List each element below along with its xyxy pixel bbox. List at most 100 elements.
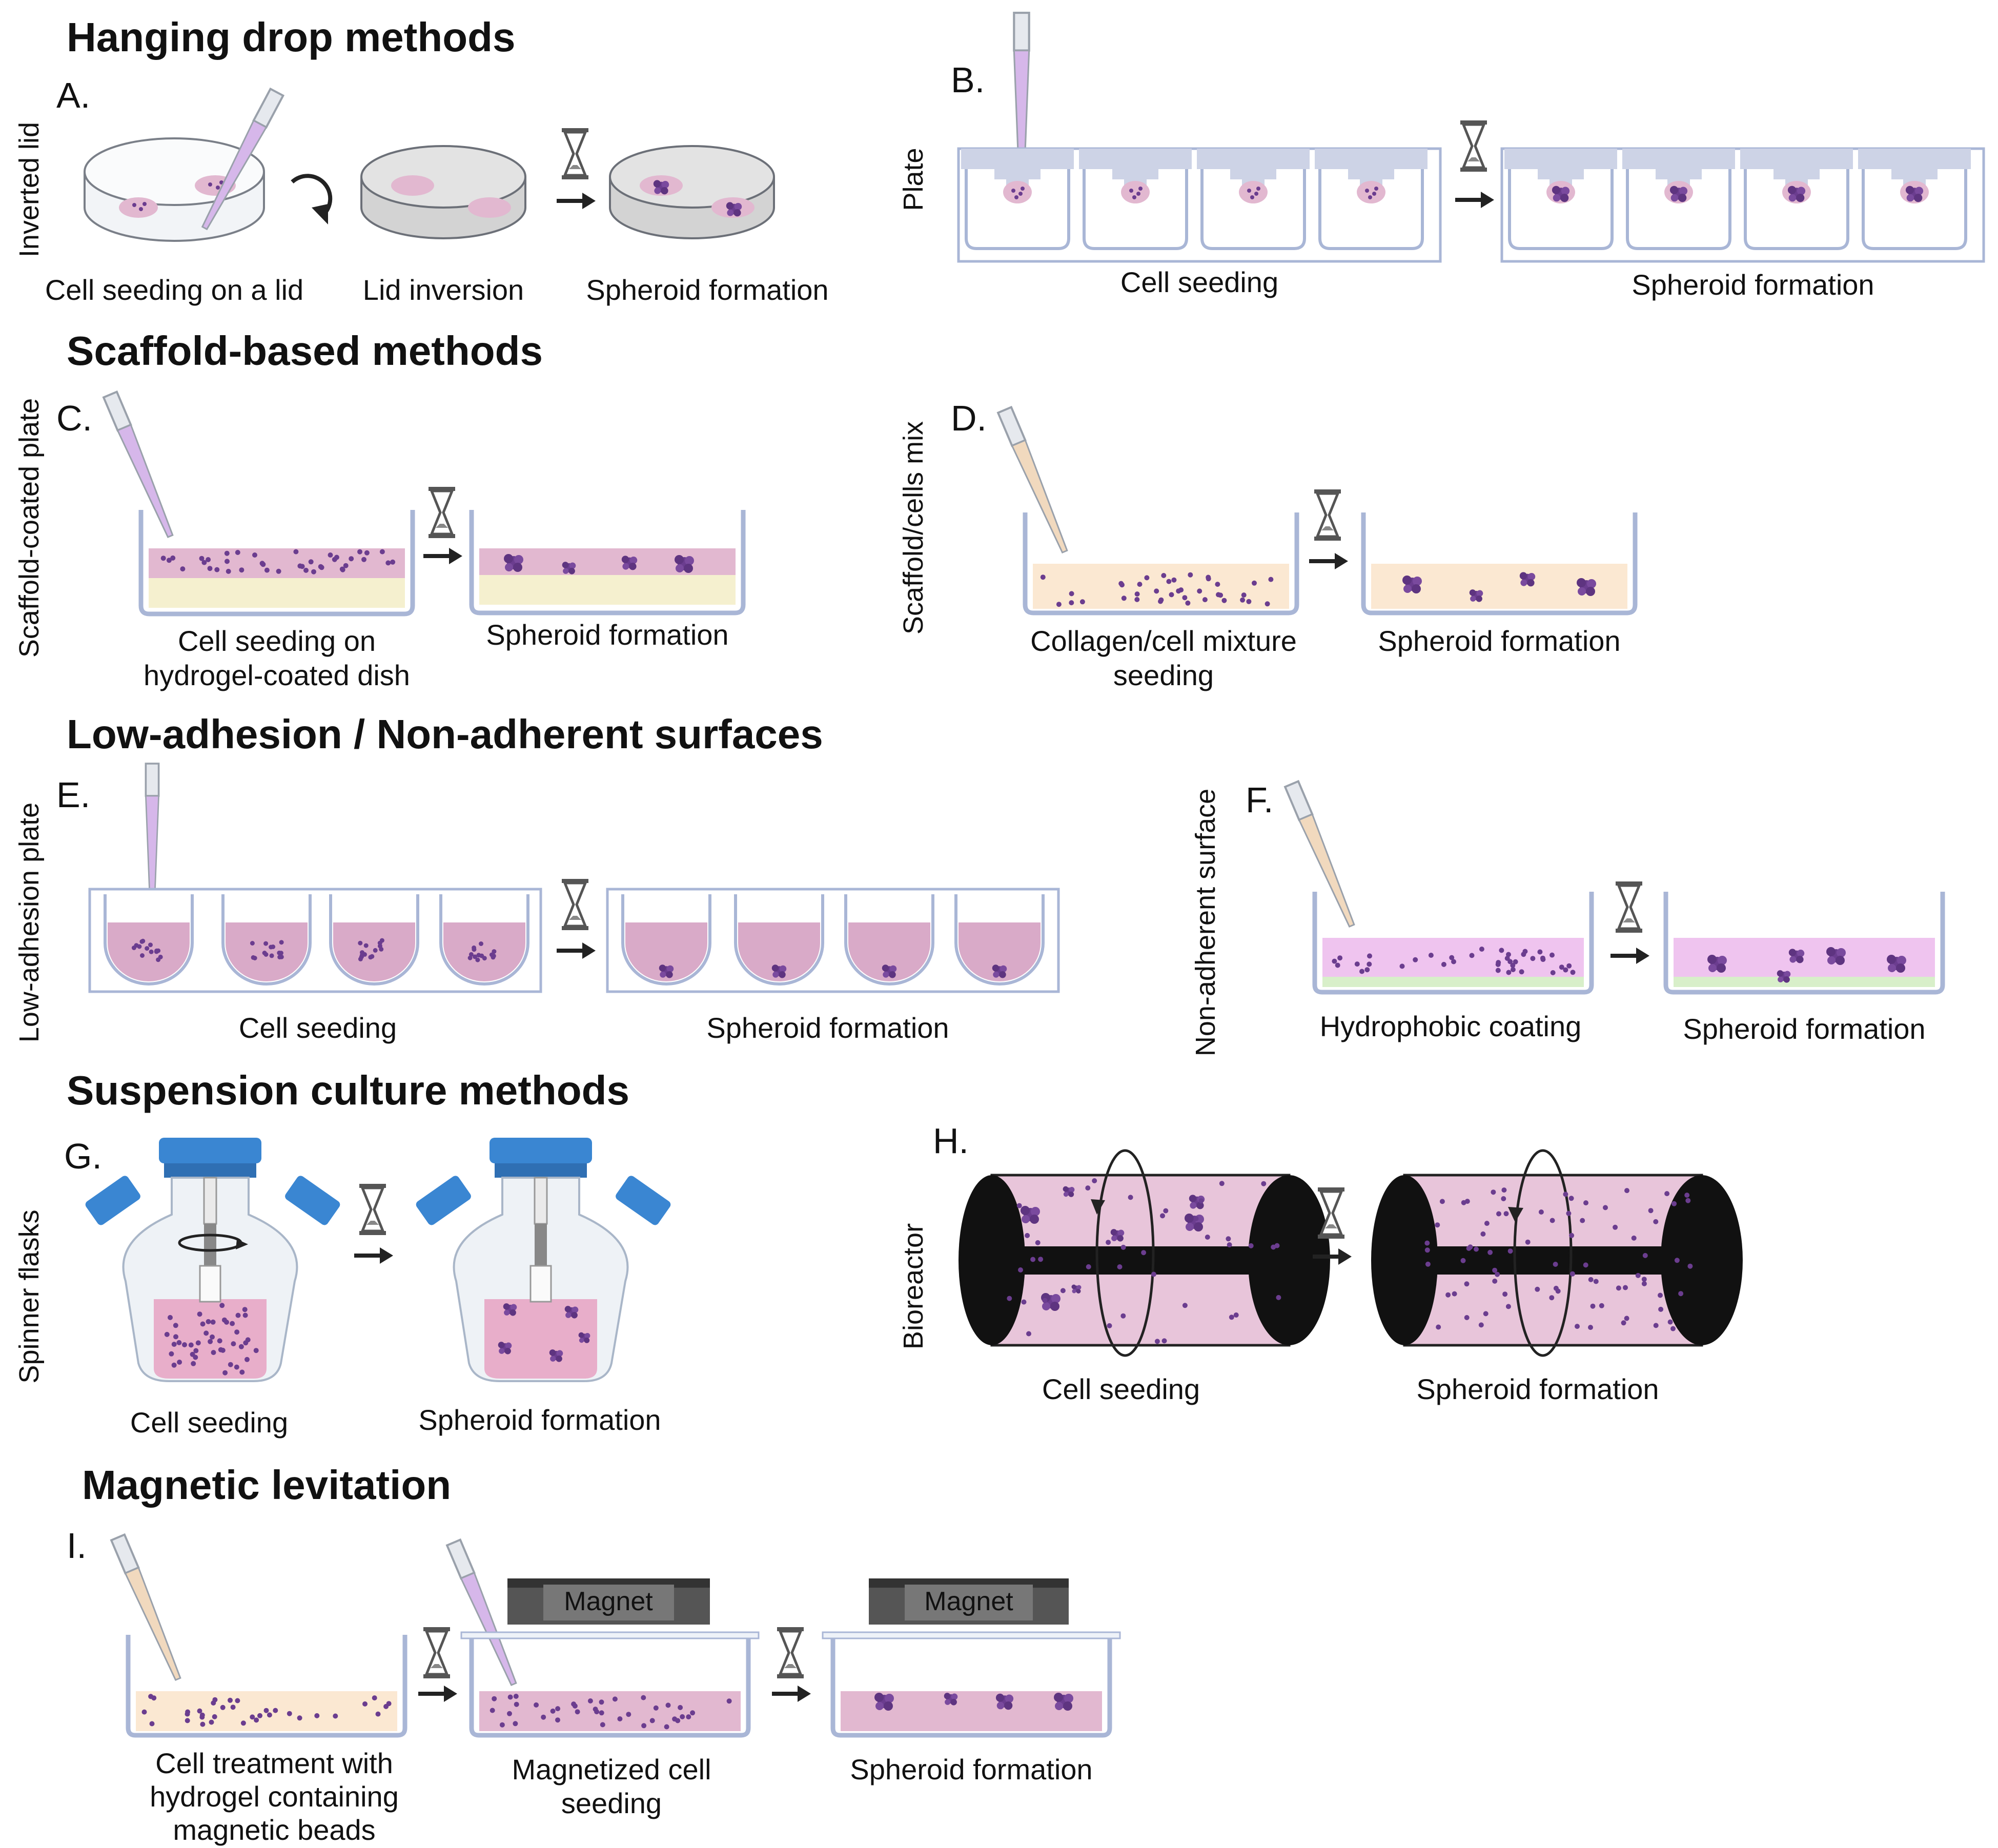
caption-c-seeding-1: Cell seeding on <box>178 625 376 657</box>
u-bottom-well <box>954 894 1045 985</box>
panel-label-a: A. <box>56 75 90 115</box>
caption-i-treatment-1: Cell treatment with <box>155 1747 393 1779</box>
plate-well <box>961 149 1074 250</box>
plate-well <box>1740 149 1853 250</box>
plate-well <box>1622 149 1735 250</box>
panel-h: Cell seeding Spheroid formation <box>959 1149 1743 1405</box>
caption-e-formation: Spheroid formation <box>706 1012 949 1044</box>
heading-hanging-drop: Hanging drop methods <box>67 14 516 60</box>
u-bottom-well <box>221 894 312 985</box>
hourglass-icon <box>1616 881 1642 933</box>
arrow-icon <box>1309 553 1348 569</box>
petri-dish-icon <box>84 137 265 242</box>
hourglass-icon <box>1314 489 1341 541</box>
arrow-icon <box>1455 192 1494 208</box>
plate-well <box>1858 149 1971 250</box>
magnet-icon: Magnet <box>507 1578 710 1625</box>
panel-e: Cell seeding Spheroid formation <box>88 763 1060 1044</box>
caption-h-formation: Spheroid formation <box>1416 1373 1659 1405</box>
panel-label-c: C. <box>56 398 92 438</box>
arrow-icon <box>423 548 462 564</box>
caption-g-formation: Spheroid formation <box>418 1404 661 1436</box>
bioreactor-icon <box>1371 1149 1743 1357</box>
side-label-inverted-lid: Inverted lid <box>14 122 45 257</box>
caption-f-coating: Hydrophobic coating <box>1320 1010 1582 1042</box>
side-label-plate: Plate <box>898 148 929 211</box>
panel-f: Hydrophobic coating Spheroid formation <box>1285 782 1945 1045</box>
spinner-flask-icon <box>85 1138 340 1382</box>
side-label-low-adhesion: Low-adhesion plate <box>14 803 45 1042</box>
caption-a-seeding: Cell seeding on a lid <box>45 274 303 306</box>
caption-f-formation: Spheroid formation <box>1683 1013 1925 1045</box>
caption-e-seeding: Cell seeding <box>239 1012 397 1044</box>
pipette-icon <box>998 407 1071 555</box>
caption-c-seeding-2: hydrogel-coated dish <box>144 659 410 691</box>
heading-suspension: Suspension culture methods <box>67 1067 629 1113</box>
heading-low-adhesion: Low-adhesion / Non-adherent surfaces <box>67 711 823 757</box>
caption-c-formation: Spheroid formation <box>486 619 728 651</box>
panel-c: Cell seeding on hydrogel-coated dish Sph… <box>104 392 746 691</box>
caption-i-magnetized-2: seeding <box>561 1787 662 1819</box>
caption-i-treatment-2: hydrogel containing <box>150 1780 399 1813</box>
spinner-flask-icon <box>416 1138 671 1382</box>
panel-label-d: D. <box>951 398 987 438</box>
u-bottom-well <box>844 894 934 985</box>
side-label-spinner: Spinner flasks <box>14 1209 45 1383</box>
panel-label-g: G. <box>64 1136 102 1176</box>
arrow-icon <box>1610 948 1649 964</box>
arrow-icon <box>557 942 596 959</box>
panel-label-e: E. <box>56 775 90 815</box>
heading-magnetic: Magnetic levitation <box>82 1462 451 1508</box>
magnet-label: Magnet <box>564 1587 653 1616</box>
hourglass-icon <box>562 128 588 179</box>
hourglass-icon <box>562 879 588 930</box>
panel-label-i: I. <box>67 1526 87 1566</box>
pipette-icon <box>1285 782 1358 929</box>
heading-scaffold: Scaffold-based methods <box>67 328 543 374</box>
plate-well <box>1504 149 1617 250</box>
u-bottom-well <box>734 894 824 985</box>
panel-a: Cell seeding on a lid Lid inversion Sphe… <box>45 89 829 306</box>
plate-well <box>1197 149 1310 250</box>
u-bottom-well <box>439 894 529 985</box>
u-bottom-well <box>104 894 194 985</box>
caption-g-seeding: Cell seeding <box>130 1406 288 1439</box>
caption-i-formation: Spheroid formation <box>850 1753 1092 1785</box>
panel-label-f: F. <box>1246 780 1273 820</box>
caption-b-formation: Spheroid formation <box>1632 269 1874 301</box>
side-label-scaffold-mix: Scaffold/cells mix <box>898 421 929 634</box>
panel-i: Magnet Magnet Cell treatment with hydrog… <box>111 1535 1121 1846</box>
side-label-scaffold-coated: Scaffold-coated plate <box>14 398 45 658</box>
panel-d: Collagen/cell mixture seeding Spheroid f… <box>998 407 1638 691</box>
pipette-icon <box>111 1535 185 1682</box>
arrow-icon <box>772 1686 811 1702</box>
panel-label-b: B. <box>951 60 985 100</box>
magnet-label: Magnet <box>924 1587 1013 1616</box>
caption-a-formation: Spheroid formation <box>586 274 828 306</box>
magnet-icon: Magnet <box>869 1578 1069 1625</box>
caption-d-seeding-2: seeding <box>1113 659 1214 691</box>
hourglass-icon <box>777 1627 804 1678</box>
caption-i-treatment-3: magnetic beads <box>173 1814 375 1846</box>
hourglass-icon <box>423 1627 450 1678</box>
plate-well <box>1315 149 1428 250</box>
petri-dish-icon <box>360 145 526 239</box>
u-bottom-well <box>621 894 711 985</box>
bioreactor-icon <box>959 1149 1330 1357</box>
panel-g: Cell seeding Spheroid formation <box>85 1138 671 1439</box>
caption-b-seeding: Cell seeding <box>1120 266 1278 298</box>
arrow-icon <box>354 1247 393 1264</box>
hourglass-icon <box>359 1184 386 1235</box>
side-label-non-adherent: Non-adherent surface <box>1190 789 1221 1056</box>
side-label-bioreactor: Bioreactor <box>898 1223 929 1349</box>
pipette-icon <box>145 763 160 903</box>
caption-d-seeding-1: Collagen/cell mixture <box>1030 625 1297 657</box>
hourglass-icon <box>429 487 455 538</box>
arrow-icon <box>557 193 596 209</box>
arrow-icon <box>418 1686 457 1702</box>
petri-dish-icon <box>609 145 775 239</box>
panel-label-h: H. <box>933 1121 969 1161</box>
panel-b: Cell seeding Spheroid formation <box>957 13 1985 301</box>
u-bottom-well <box>329 894 419 985</box>
